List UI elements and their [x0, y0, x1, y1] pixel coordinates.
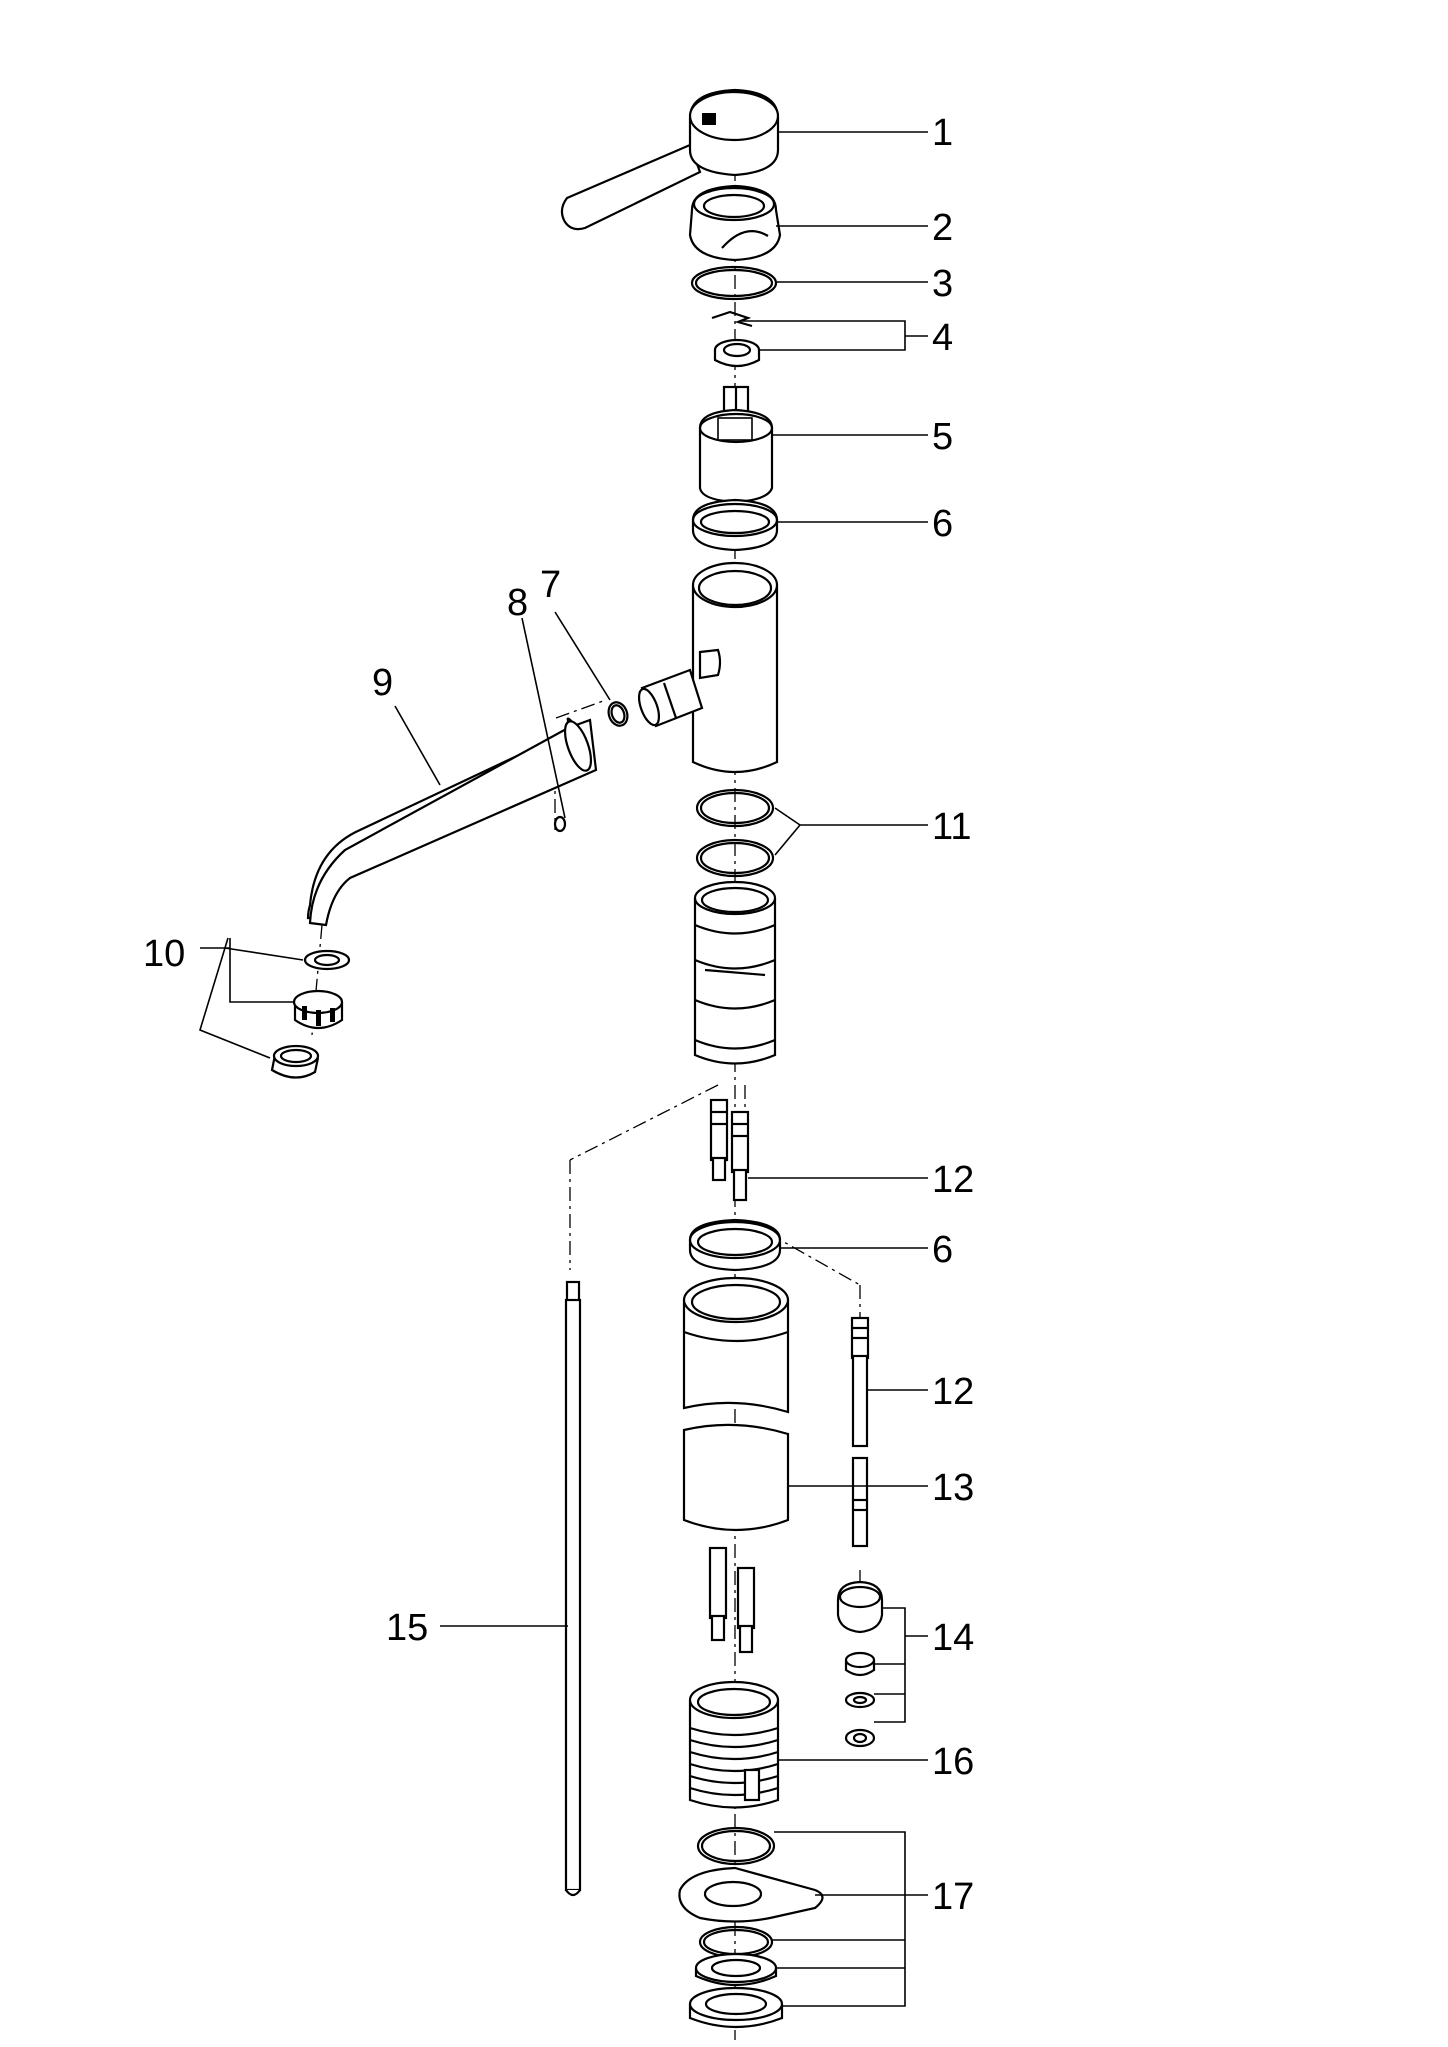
part-5-cartridge: [698, 385, 774, 504]
part-10-aerator-set: [270, 949, 351, 1079]
callout-5: 5: [932, 416, 953, 458]
part-2-cover-cap: [688, 184, 782, 262]
callout-1: 1: [932, 112, 953, 154]
part-8-set-screw: [553, 815, 567, 833]
callout-4: 4: [932, 317, 953, 359]
callout-15: 15: [386, 1607, 428, 1649]
upper-body-tube: [691, 561, 779, 774]
part-16-threaded-shank: [688, 1680, 780, 1809]
spout-connector: [637, 668, 704, 728]
part-11-o-rings: [695, 788, 775, 878]
callout-labels: 1 2 3 4 5 6 7 8 9 10 11 12 6 12 13 14 15…: [143, 112, 974, 1918]
part-3-o-ring: [690, 265, 778, 301]
part-6-upper-ring: [691, 498, 779, 552]
callout-17: 17: [932, 1876, 974, 1918]
part-4-clip-and-nut: [711, 310, 761, 368]
callout-7: 7: [540, 564, 561, 606]
part-14-compression-fittings: [836, 1580, 884, 1748]
mixing-body: [693, 880, 777, 1065]
part-15-pull-rod: [564, 1280, 582, 1897]
part-6-lower-ring: [688, 1218, 782, 1272]
callout-8: 8: [507, 582, 528, 624]
part-12-hose-connectors-upper: [709, 1098, 750, 1202]
callout-6-lower: 6: [932, 1229, 953, 1271]
callout-13: 13: [932, 1467, 974, 1509]
callout-12-upper: 12: [932, 1159, 974, 1201]
callout-10: 10: [143, 933, 185, 975]
leader-lines: [199, 131, 928, 2007]
part-12-right-hose: [850, 1316, 870, 1548]
callout-11: 11: [932, 806, 971, 848]
callout-3: 3: [932, 263, 953, 305]
callout-2: 2: [932, 207, 953, 249]
part-12-hose-connectors-lower: [708, 1546, 756, 1654]
part-7-small-ring: [607, 701, 629, 727]
callout-9: 9: [372, 662, 393, 704]
callout-12-lower: 12: [932, 1371, 974, 1413]
callout-16: 16: [932, 1741, 974, 1783]
part-13-lower-body: [682, 1276, 790, 1532]
callout-6-upper: 6: [932, 503, 953, 545]
part-17-mounting-set: [678, 1826, 824, 2029]
part-1-lever-handle: [560, 88, 780, 231]
callout-14: 14: [932, 1617, 974, 1659]
part-9-spout: [306, 717, 598, 927]
